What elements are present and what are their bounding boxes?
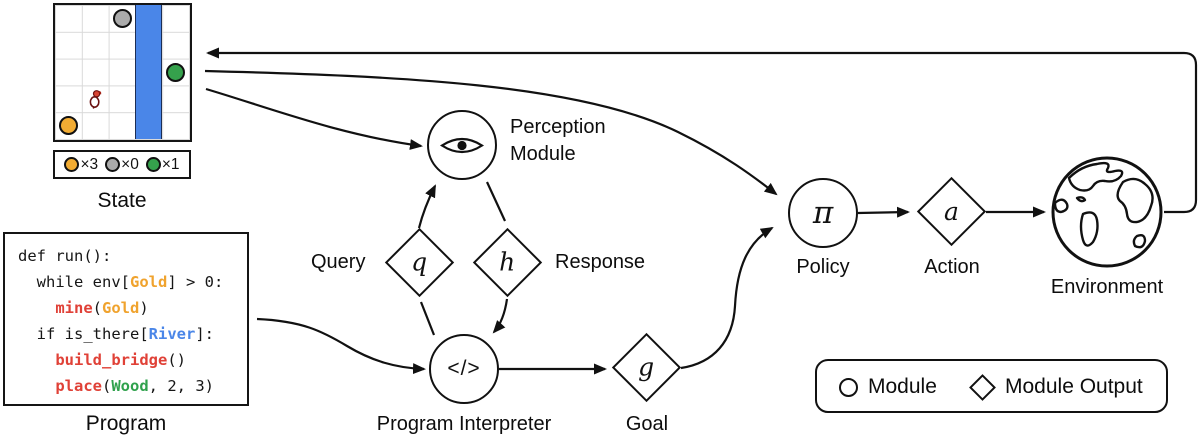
eye-icon bbox=[439, 137, 485, 153]
policy-node: π bbox=[788, 178, 858, 248]
code-line: place(Wood, 2, 3) bbox=[55, 377, 214, 395]
inventory-count: ×1 bbox=[161, 155, 180, 173]
module-output-legend-icon bbox=[969, 374, 996, 401]
state-label: State bbox=[97, 189, 147, 212]
code-line: def run(): bbox=[18, 247, 112, 265]
shape-legend: Module Module Output bbox=[815, 359, 1168, 413]
inventory-count: ×0 bbox=[121, 155, 139, 173]
arrow-goal-to-policy bbox=[680, 226, 774, 370]
arrow-environment-to-state bbox=[206, 47, 1198, 214]
code-icon: </> bbox=[447, 357, 481, 380]
arrow-policy-to-action bbox=[857, 206, 910, 218]
pi-symbol: π bbox=[812, 195, 834, 231]
inventory-item-gold: ×3 bbox=[64, 156, 98, 174]
arrow-state-to-perception bbox=[205, 87, 423, 150]
state-grid bbox=[53, 3, 192, 142]
arrow-q-to-perception bbox=[417, 184, 436, 229]
action-label: Action bbox=[924, 256, 980, 278]
code-line: if is_there[River]: bbox=[18, 325, 214, 343]
line-interpreter-to-q bbox=[419, 301, 436, 336]
program-label: Program bbox=[85, 412, 167, 435]
response-symbol: h bbox=[499, 247, 516, 277]
perception-module-label: Perception Module bbox=[510, 116, 606, 165]
environment-label: Environment bbox=[1050, 276, 1164, 298]
policy-label: Policy bbox=[796, 256, 850, 278]
agent-icon bbox=[89, 90, 101, 110]
module-output-legend-label: Module Output bbox=[1005, 375, 1143, 398]
goal-symbol: g bbox=[638, 352, 655, 382]
module-legend-icon bbox=[839, 378, 858, 397]
inventory-item-gray: ×0 bbox=[105, 156, 139, 174]
gray-circle bbox=[112, 8, 132, 28]
module-legend-label: Module bbox=[868, 375, 937, 398]
line-perception-to-h bbox=[486, 181, 506, 222]
river-column bbox=[135, 5, 163, 139]
environment-node bbox=[1050, 155, 1164, 269]
globe-icon bbox=[1051, 156, 1163, 268]
gray-dot-icon bbox=[105, 157, 121, 172]
code-line: mine(Gold) bbox=[55, 299, 149, 317]
goal-label: Goal bbox=[625, 413, 669, 435]
arrow-state-to-policy bbox=[204, 69, 778, 196]
arrow-h-to-interpreter bbox=[492, 298, 509, 334]
perception-module-node bbox=[427, 110, 497, 180]
gold-circle bbox=[58, 116, 78, 136]
inventory-item-green: ×1 bbox=[145, 155, 180, 174]
arrow-program-to-interpreter bbox=[256, 317, 426, 375]
code-line: build_bridge() bbox=[55, 351, 186, 369]
response-label: Response bbox=[555, 251, 646, 273]
code-line: while env[Gold] > 0: bbox=[18, 273, 224, 291]
query-label: Query bbox=[311, 251, 366, 273]
program-interpreter-node: </> bbox=[429, 334, 499, 404]
program-interpreter-label: Program Interpreter bbox=[376, 413, 552, 435]
program-code-block: def run(): while env[Gold] > 0: mine(Gol… bbox=[3, 232, 249, 406]
inventory-count: ×3 bbox=[80, 155, 99, 173]
state-inventory-legend: ×3 ×0 ×1 bbox=[53, 150, 191, 179]
action-symbol: a bbox=[944, 197, 959, 226]
gold-dot-icon bbox=[64, 157, 80, 172]
green-circle bbox=[166, 62, 186, 82]
query-symbol: q bbox=[411, 247, 428, 277]
green-dot-icon bbox=[145, 157, 161, 172]
